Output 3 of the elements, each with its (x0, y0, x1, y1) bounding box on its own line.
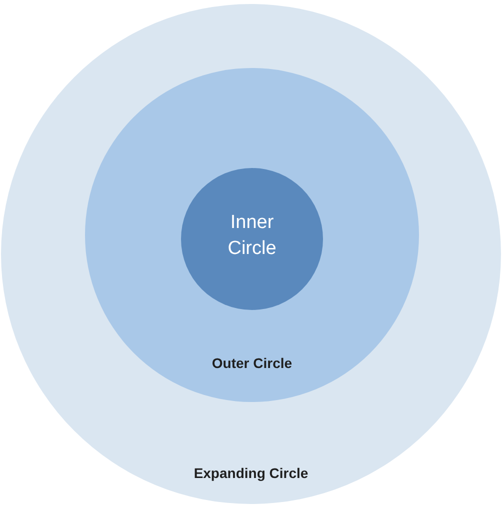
circle-label: Expanding Circle (192, 464, 310, 483)
circle-label: Outer Circle (210, 354, 294, 373)
circle-label: Inner Circle (226, 211, 278, 261)
